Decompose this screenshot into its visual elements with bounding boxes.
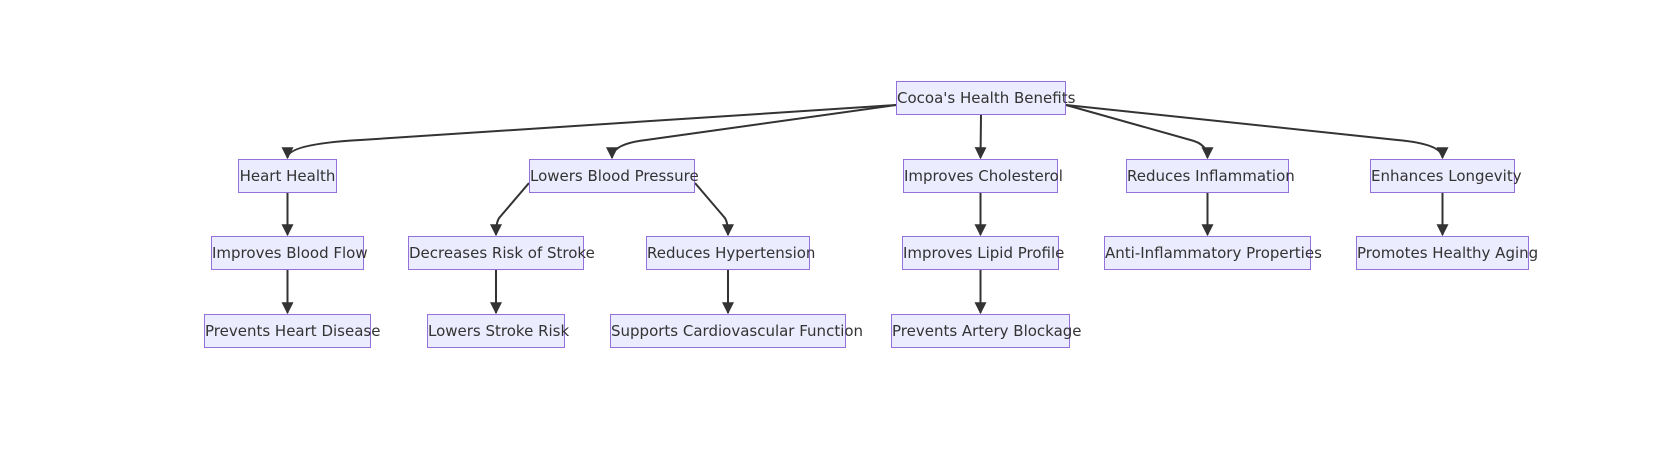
node-anti-inflammatory-properties: Anti-Inflammatory Properties: [1104, 236, 1322, 270]
node-reduces-inflammation: Reduces Inflammation: [1126, 159, 1295, 193]
node-supports-cardiovascular-function: Supports Cardiovascular Function: [610, 314, 863, 348]
node-reduces-hypertension: Reduces Hypertension: [646, 236, 815, 270]
edge-root-to-enhances_long: [1065, 104, 1449, 160]
edge-lowers_bp-to-reduces_hyper: [694, 182, 734, 237]
node-improves-cholesterol: Improves Cholesterol: [903, 159, 1063, 193]
node-lowers-stroke-risk: Lowers Stroke Risk: [427, 314, 569, 348]
edge-root-to-heart_health: [281, 104, 897, 160]
node-improves-lipid-profile: Improves Lipid Profile: [902, 236, 1064, 270]
edge-root-to-lowers_bp: [606, 104, 897, 160]
node-improves-blood-flow: Improves Blood Flow: [211, 236, 368, 270]
edge-lowers_bp-to-decreases_stroke: [490, 182, 530, 237]
node-decreases-risk-of-stroke: Decreases Risk of Stroke: [408, 236, 595, 270]
node-lowers-blood-pressure: Lowers Blood Pressure: [529, 159, 699, 193]
edge-root-to-reduces_infl: [1065, 104, 1214, 160]
node-prevents-heart-disease: Prevents Heart Disease: [204, 314, 380, 348]
node-heart-health: Heart Health: [238, 159, 337, 193]
edge-root-to-improves_chol: [974, 114, 987, 160]
node-prevents-artery-blockage: Prevents Artery Blockage: [891, 314, 1082, 348]
node-promotes-healthy-aging: Promotes Healthy Aging: [1356, 236, 1538, 270]
node-cocoas-health-benefits: Cocoa's Health Benefits: [896, 81, 1075, 115]
node-enhances-longevity: Enhances Longevity: [1370, 159, 1522, 193]
